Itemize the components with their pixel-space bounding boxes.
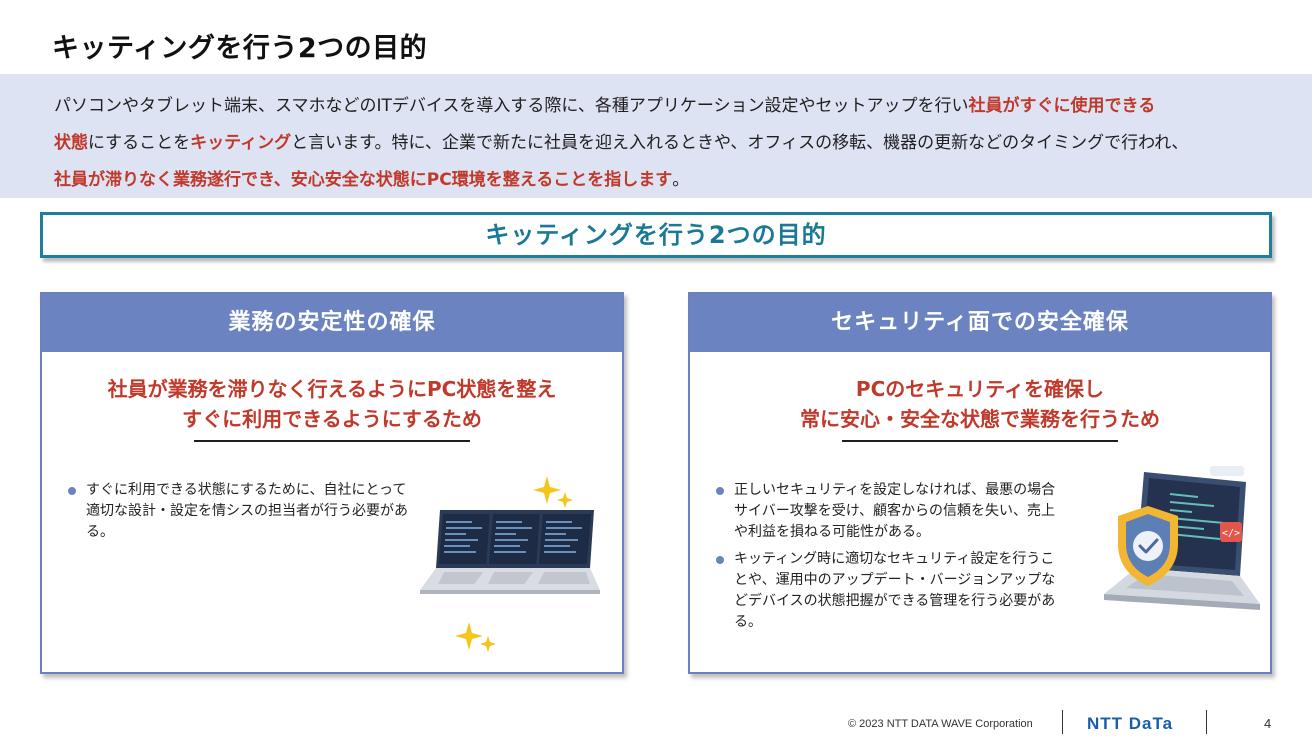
card-header: 業務の安定性の確保: [42, 294, 622, 352]
intro-line-1: パソコンやタブレット端末、スマホなどのITデバイスを導入する際に、各種アプリケー…: [54, 96, 1156, 116]
card-subtitle: PCのセキュリティを確保し 常に安心・安全な状態で業務を行うため: [800, 377, 1160, 431]
page-title: キッティングを行う2つの目的: [52, 33, 428, 64]
list-item: 正しいセキュリティを設定しなければ、最悪の場合サイバー攻撃を受け、顧客からの信頼…: [716, 480, 1066, 543]
list-item: キッティング時に適切なセキュリティ設定を行うことや、運用中のアップデート・バージ…: [716, 549, 1066, 633]
bullet-list: すぐに利用できる状態にするために、自社にとって適切な設計・設定を情シスの担当者が…: [68, 480, 418, 549]
company-logo: NTT DaTa: [1087, 714, 1174, 733]
bullet-list: 正しいセキュリティを設定しなければ、最悪の場合サイバー攻撃を受け、顧客からの信頼…: [716, 480, 1066, 639]
laptop-shield-check-icon: </>: [1104, 466, 1260, 610]
subtitle-underline: [842, 440, 1118, 442]
intro-line-2: 状態にすることをキッティングと言います。特に、企業で新たに社員を迎え入れるときや…: [54, 133, 1189, 153]
card-security: セキュリティ面での安全確保 PCのセキュリティを確保し 常に安心・安全な状態で業…: [688, 292, 1272, 674]
card-stability: 業務の安定性の確保 社員が業務を滞りなく行えるようにPC状態を整え すぐに利用で…: [40, 292, 624, 674]
intro-section: パソコンやタブレット端末、スマホなどのITデバイスを導入する際に、各種アプリケー…: [0, 74, 1312, 198]
page-number: 4: [1264, 716, 1272, 731]
card-subtitle: 社員が業務を滞りなく行えるようにPC状態を整え すぐに利用できるようにするため: [107, 377, 557, 431]
list-item: すぐに利用できる状態にするために、自社にとって適切な設計・設定を情シスの担当者が…: [68, 480, 418, 543]
svg-text:</>: </>: [1222, 528, 1240, 539]
copyright-text: © 2023 NTT DATA WAVE Corporation: [848, 718, 1033, 730]
card-header: セキュリティ面での安全確保: [690, 294, 1270, 352]
intro-line-3: 社員が滞りなく業務遂行でき、安心安全な状態にPC環境を整えることを指します。: [54, 170, 690, 190]
footer-divider: [1062, 710, 1063, 734]
subtitle-underline: [194, 440, 470, 442]
laptops-with-sparkles-icon: [420, 476, 600, 652]
section-banner: キッティングを行う2つの目的: [40, 212, 1272, 258]
footer-divider: [1206, 710, 1207, 734]
